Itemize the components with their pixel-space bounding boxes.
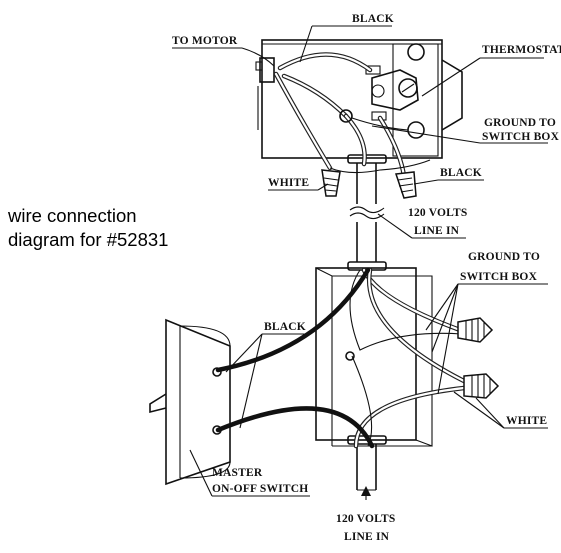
label-ground-top-line1: GROUND TO (484, 117, 556, 129)
label-ground-mid-line1: GROUND TO (468, 251, 540, 263)
label-black-top: BLACK (352, 13, 394, 25)
label-ground-top-line2: SWITCH BOX (482, 131, 560, 143)
switch-box-wires (215, 267, 473, 449)
top-box-wires (273, 52, 409, 179)
wire-nut-upper (457, 317, 494, 343)
leader-lines (172, 25, 548, 500)
thermostat-box (255, 39, 463, 164)
wire-nut-black-top (394, 171, 417, 199)
wire-nut-white-top (321, 169, 341, 197)
label-volts-mid-line1: 120 VOLTS (408, 207, 467, 219)
master-switch (149, 318, 231, 486)
label-master-line2: ON-OFF SWITCH (212, 483, 308, 495)
caption-line2: diagram for #52831 (8, 229, 168, 250)
label-thermostat: THERMOSTAT (482, 44, 561, 56)
label-white-top: WHITE (268, 177, 309, 189)
label-to-motor: TO MOTOR (172, 35, 238, 47)
label-black-left: BLACK (264, 321, 306, 333)
switch-box (315, 267, 433, 491)
conduit (347, 163, 387, 271)
label-black-right: BLACK (440, 167, 482, 179)
label-white-bottom: WHITE (506, 415, 547, 427)
label-volts-bottom-line1: 120 VOLTS (336, 513, 395, 525)
caption-line1: wire connection (7, 205, 137, 226)
wire-nut-lower (463, 373, 500, 399)
label-volts-mid-line2: LINE IN (414, 225, 460, 237)
label-master-line1: MASTER (212, 467, 263, 479)
label-ground-mid-line2: SWITCH BOX (460, 271, 538, 283)
label-volts-bottom-line2: LINE IN (344, 531, 390, 543)
